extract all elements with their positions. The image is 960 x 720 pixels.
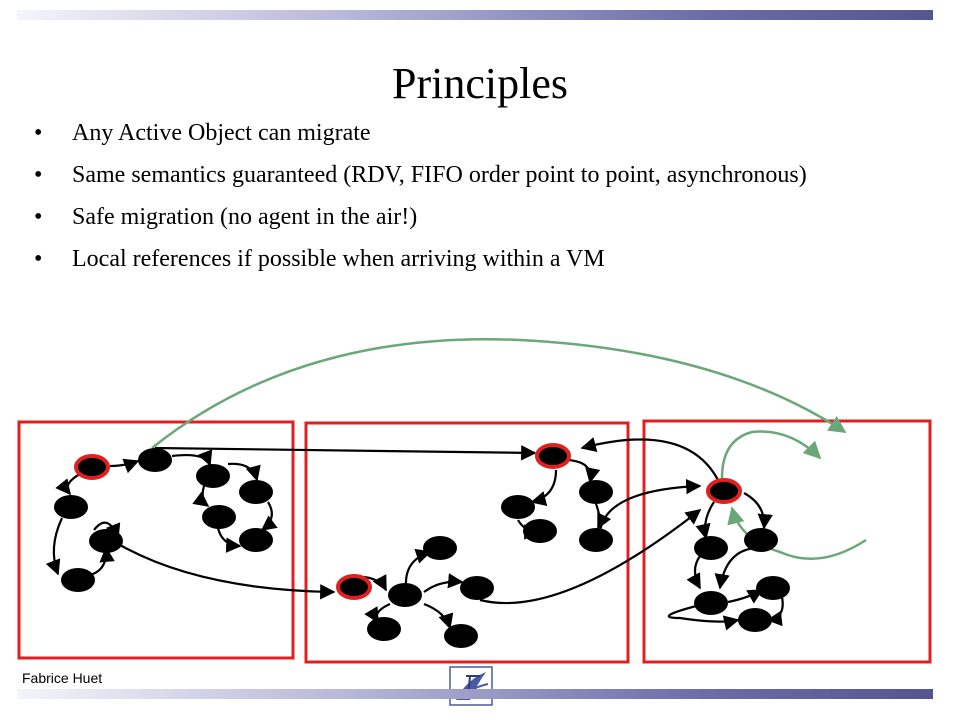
- object-node: [423, 536, 457, 560]
- object-nodes: [54, 448, 790, 648]
- vm-box-middle: [304, 421, 630, 664]
- bullet-text: Safe migration (no agent in the air!): [72, 204, 418, 230]
- bullet-dot: •: [34, 120, 43, 146]
- bullet-dot: •: [34, 246, 43, 272]
- object-node: [579, 528, 613, 552]
- object-node: [138, 448, 172, 472]
- institution-logo-icon: [449, 666, 493, 706]
- bullet-dot: •: [34, 204, 43, 230]
- bullet-item: • Same semantics guaranteed (RDV, FIFO o…: [34, 160, 914, 190]
- reference-arrows: [45, 437, 784, 631]
- object-node: [202, 505, 236, 529]
- object-node: [444, 624, 478, 648]
- vm-box-left: [17, 420, 295, 660]
- bullet-item: • Local references if possible when arri…: [34, 244, 914, 274]
- object-node: [694, 591, 728, 615]
- object-node: [579, 480, 613, 504]
- migration-arrows: [151, 338, 867, 560]
- object-node: [61, 568, 95, 592]
- object-node: [744, 528, 778, 552]
- top-banner-bar: [17, 10, 933, 20]
- object-node: [89, 529, 123, 553]
- active-object-node: [336, 574, 372, 600]
- bullet-item: • Any Active Object can migrate: [34, 118, 914, 148]
- active-object-nodes: [74, 443, 742, 600]
- footer-author: Fabrice Huet: [22, 670, 103, 686]
- object-node: [367, 617, 401, 641]
- active-object-node: [706, 478, 742, 504]
- object-node: [239, 480, 273, 504]
- active-object-node: [74, 454, 110, 480]
- object-node: [196, 464, 230, 488]
- object-node: [239, 528, 273, 552]
- object-node: [694, 536, 728, 560]
- bullet-text: Same semantics guaranteed (RDV, FIFO ord…: [72, 162, 807, 188]
- active-object-node: [535, 443, 571, 469]
- object-node: [388, 583, 422, 607]
- slide-title: Principles: [392, 59, 568, 108]
- object-node: [460, 576, 494, 600]
- bullet-list: • Any Active Object can migrate • Same s…: [34, 118, 914, 286]
- bullet-text: Any Active Object can migrate: [72, 120, 371, 146]
- vm-box-right: [642, 419, 932, 664]
- bullet-text: Local references if possible when arrivi…: [72, 246, 605, 272]
- object-node: [54, 495, 88, 519]
- object-node: [738, 608, 772, 632]
- object-node: [756, 576, 790, 600]
- object-node: [523, 519, 557, 543]
- bullet-dot: •: [34, 162, 43, 188]
- bottom-banner-bar: [17, 689, 933, 699]
- bullet-item: • Safe migration (no agent in the air!): [34, 202, 914, 232]
- object-node: [501, 495, 535, 519]
